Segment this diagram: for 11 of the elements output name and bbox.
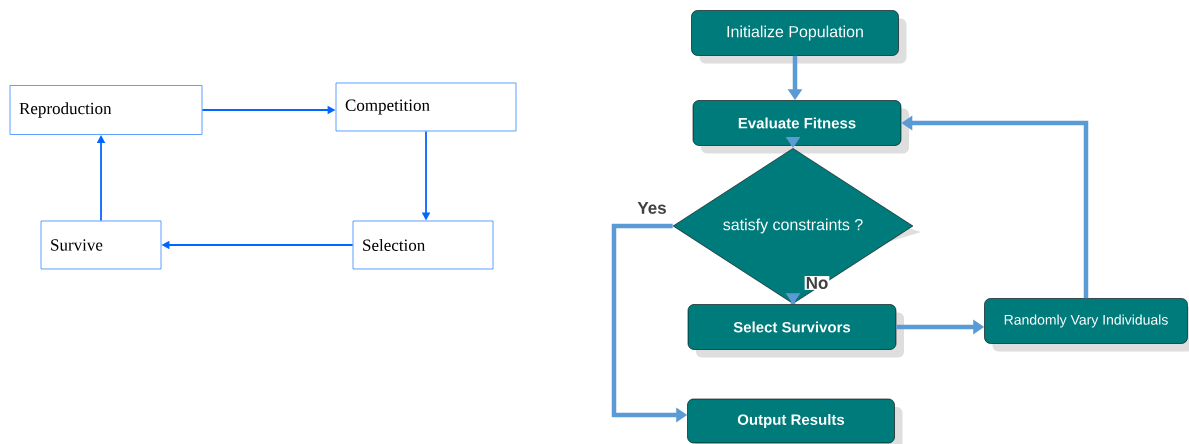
process-box: Initialize Population	[691, 10, 899, 56]
process-box: Reproduction	[9, 85, 203, 135]
process-box: Select Survivors	[687, 304, 897, 350]
process-box: Evaluate Fitness	[692, 100, 902, 146]
process-box: Competition	[335, 82, 517, 132]
process-box: Randomly Vary Individuals	[984, 298, 1188, 344]
process-box: Output Results	[687, 398, 895, 444]
edge-label: Yes	[636, 201, 668, 215]
edge-label: No	[804, 276, 830, 290]
process-box: Survive	[40, 220, 162, 270]
process-box: Selection	[352, 220, 494, 270]
